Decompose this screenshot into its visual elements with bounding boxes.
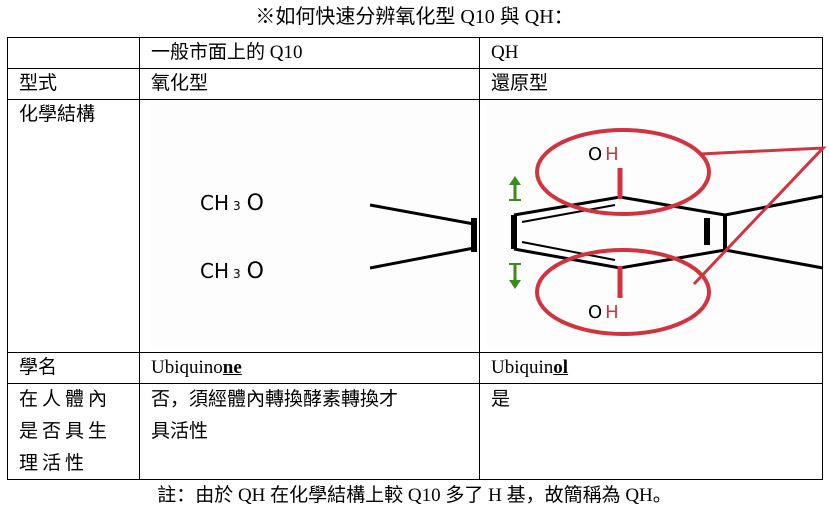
table-divider — [7, 383, 823, 384]
q10-structure-image — [150, 105, 478, 347]
table-border — [7, 37, 8, 480]
table-divider — [479, 37, 480, 480]
table-divider — [7, 352, 823, 353]
table-border — [822, 37, 823, 480]
table-divider — [7, 68, 823, 69]
row-label-structure: 化學結構 — [19, 104, 96, 125]
svg-text:OH: OH — [588, 302, 619, 323]
table-border — [7, 37, 823, 38]
table-border — [7, 479, 823, 480]
qh-form: 還原型 — [491, 73, 549, 94]
qh-activity: 是 — [491, 389, 511, 410]
q10-name: Ubiquinone — [151, 357, 242, 378]
footnote: 註：由於 QH 在化學結構上較 Q10 多了 H 基，故簡稱為 QH。 — [157, 485, 672, 506]
qh-structure-image — [486, 105, 821, 347]
qh-name: Ubiquinol — [491, 357, 569, 378]
document-title: ※如何快速分辨氧化型 Q10 與 QH： — [255, 6, 574, 28]
table-divider — [139, 37, 140, 480]
table-divider — [7, 99, 823, 100]
header-q10: 一般市面上的 Q10 — [151, 42, 303, 63]
row-label-name: 學名 — [19, 357, 58, 378]
svg-text:OH: OH — [588, 144, 619, 165]
row-label-form: 型式 — [19, 73, 58, 94]
q10-form: 氧化型 — [151, 73, 209, 94]
hydroxyl-highlight — [535, 128, 827, 336]
header-qh: QH — [491, 42, 519, 63]
arrow-icon — [509, 176, 521, 289]
row-label-activity: 在人體內是否具生理活性 — [19, 389, 112, 474]
q10-activity: 否，須經體內轉換酵素轉換才具活性 — [151, 389, 399, 442]
